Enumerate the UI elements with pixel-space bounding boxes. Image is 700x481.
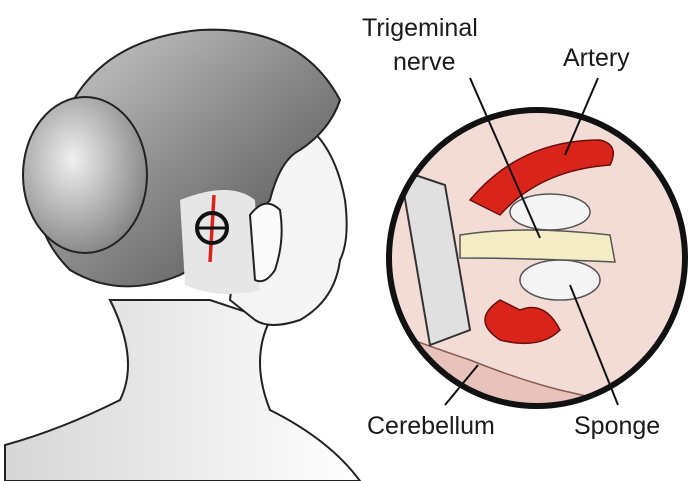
magnified-view xyxy=(386,107,688,409)
label-artery: Artery xyxy=(563,44,630,72)
label-cerebellum: Cerebellum xyxy=(367,412,495,440)
nerve-leader xyxy=(469,77,541,239)
sponge-lower xyxy=(519,259,601,301)
neck-shoulders xyxy=(4,299,362,481)
artery-leader xyxy=(564,77,599,156)
label-nerve: nerve xyxy=(393,48,456,76)
leader-lines xyxy=(444,77,619,406)
hair-bun xyxy=(22,96,148,254)
trigeminal-nerve xyxy=(459,229,616,263)
label-trigeminal: Trigeminal xyxy=(362,14,478,42)
artery-lower xyxy=(484,299,561,345)
ear xyxy=(248,202,283,283)
retractor xyxy=(398,168,472,347)
cerebellum-leader xyxy=(444,364,479,406)
head-figure xyxy=(4,28,362,481)
artery-upper xyxy=(468,139,615,216)
label-sponge: Sponge xyxy=(574,412,660,440)
sponge-upper xyxy=(509,193,591,231)
sponge-leader xyxy=(569,284,619,406)
